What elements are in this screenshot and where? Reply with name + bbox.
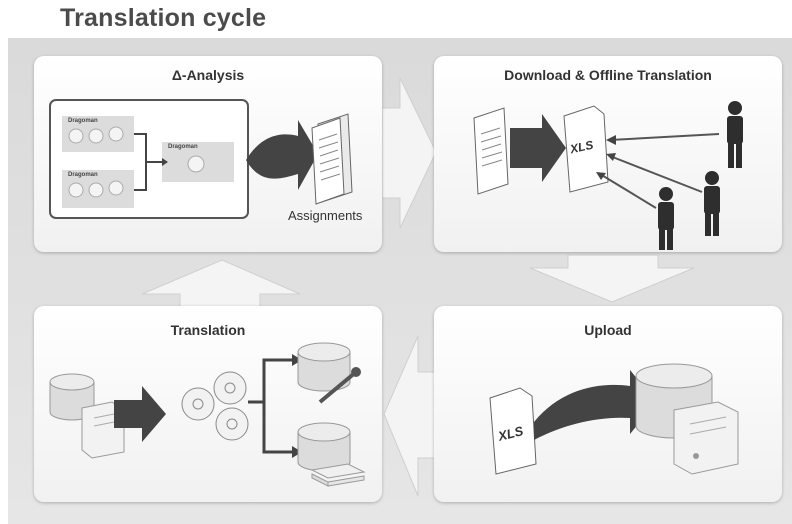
assignments-label: Assignments <box>288 208 363 223</box>
process-arrow <box>114 386 166 442</box>
database-icon <box>297 342 351 392</box>
analysis-graphic <box>49 99 353 219</box>
cube-icon <box>68 182 84 198</box>
wrench-icon <box>318 367 361 404</box>
analysis-title: Δ-Analysis <box>171 67 245 83</box>
flow-arrow-up <box>141 259 301 309</box>
document-icon <box>473 107 509 195</box>
document-icon <box>311 113 353 205</box>
analysis-arrow <box>246 120 318 190</box>
upload-arrow <box>534 370 656 440</box>
offline-graphic <box>473 101 743 250</box>
translation-title: Translation <box>170 322 246 338</box>
link-arrowhead <box>596 172 606 180</box>
flow-arrow-left <box>383 335 437 497</box>
cube-icon <box>68 128 84 144</box>
split-arrowhead <box>292 446 302 458</box>
download-arrow <box>510 114 566 182</box>
server-icon <box>81 401 125 459</box>
dragoman-label-3: Dragoman <box>168 144 198 150</box>
disk-stack-icon <box>310 463 366 487</box>
upload-graphic <box>489 363 739 475</box>
cube-icon <box>187 155 205 173</box>
cube-icon <box>108 126 124 142</box>
analysis-panel: Δ-Analysis <box>34 56 382 252</box>
flow-arrow-down <box>529 254 695 303</box>
link-arrowhead <box>606 135 616 145</box>
person-icon <box>658 187 674 250</box>
translator-link-1 <box>609 133 720 141</box>
translation-panel: Translation <box>34 306 382 502</box>
translator-link-3 <box>599 173 657 209</box>
server-icon <box>673 401 739 475</box>
dragoman-label-1: Dragoman <box>68 118 98 124</box>
split-arrowhead <box>292 354 302 366</box>
offline-panel: Download & Offline Translation <box>434 56 782 252</box>
upload-panel: Upload XLS <box>434 306 782 502</box>
page-title: Translation cycle <box>60 4 267 32</box>
offline-title: Download & Offline Translation <box>504 67 712 83</box>
merge-arrowhead <box>162 158 168 166</box>
translator-link-2 <box>609 155 703 193</box>
flow-arrow-right <box>381 77 437 229</box>
merge-connector <box>134 133 162 191</box>
translation-graphic <box>49 342 366 487</box>
database-icon <box>297 422 351 472</box>
link-arrowhead <box>606 153 616 161</box>
dragoman-label-2: Dragoman <box>68 172 98 178</box>
split-connector <box>248 358 292 454</box>
gears-icon <box>181 371 249 441</box>
cube-icon <box>88 182 104 198</box>
person-icon <box>727 101 743 168</box>
cube-icon <box>88 128 104 144</box>
xls-file-icon <box>563 105 609 193</box>
cube-icon <box>108 180 124 196</box>
upload-title: Upload <box>584 322 632 338</box>
person-icon <box>704 171 720 236</box>
